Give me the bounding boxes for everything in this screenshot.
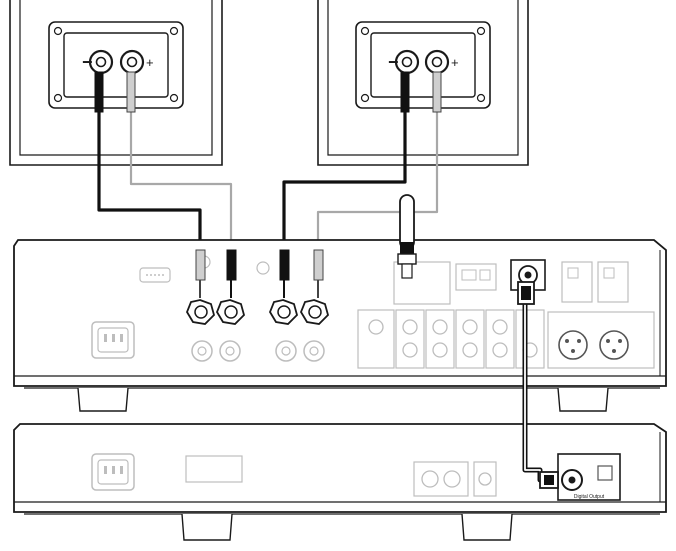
analog-inputs (357, 309, 545, 369)
minus-sign: − (388, 52, 399, 72)
binding-post-icon (268, 299, 299, 325)
cable-left-negative (97, 110, 202, 252)
source-foot-right (461, 513, 513, 541)
speaker-terminal-icon (424, 49, 450, 75)
power-inlet-icon (91, 453, 135, 491)
amp-foot-left (77, 387, 129, 412)
screw-icon (476, 93, 486, 103)
speaker-plugs (94, 71, 442, 113)
rca-jack-icon (256, 261, 270, 275)
xlr-connector-icon (558, 330, 588, 360)
source-analog-outputs (413, 461, 497, 497)
amp-foot-right (557, 387, 609, 412)
amp-speaker-terminals-a (185, 299, 330, 325)
source-foot-left (181, 513, 233, 541)
cable-right-negative (282, 110, 407, 252)
speaker-left: − + (9, 0, 223, 166)
digital-output-label: Digital Output (574, 494, 605, 500)
screw-icon (169, 93, 179, 103)
screw-icon (360, 26, 370, 36)
screw-icon (53, 26, 63, 36)
speaker-terminal-icon (88, 49, 114, 75)
binding-post-icon (299, 299, 330, 325)
speaker-cables (97, 110, 439, 252)
coax-plug-icon (517, 281, 535, 305)
amp-plugs (195, 249, 324, 298)
coax-cable (517, 281, 559, 489)
label-plate (185, 455, 243, 483)
digital-output-panel: Digital Output (557, 453, 621, 501)
screw-icon (476, 26, 486, 36)
wifi-antenna-icon (397, 194, 417, 279)
amplifier-unit (13, 194, 667, 412)
xlr-inputs (547, 311, 655, 369)
minus-sign: − (82, 52, 93, 72)
cable-right-positive (316, 110, 439, 252)
speaker-right: − + (317, 0, 529, 166)
screw-icon (360, 93, 370, 103)
amp-speaker-terminals-b (191, 340, 325, 362)
control-port-icon (139, 267, 171, 283)
plus-sign: + (146, 55, 154, 70)
source-unit: Digital Output (13, 423, 667, 541)
speaker-terminal-icon (119, 49, 145, 75)
screw-icon (169, 26, 179, 36)
network-module (393, 194, 497, 305)
binding-post-icon (185, 299, 216, 325)
speaker-terminal-icon (394, 49, 420, 75)
cable-left-positive (129, 110, 233, 252)
power-inlet-icon (91, 321, 135, 359)
xlr-connector-icon (599, 330, 629, 360)
binding-post-icon (215, 299, 246, 325)
screw-icon (53, 93, 63, 103)
speaker-terminal-plate: − + (48, 21, 184, 109)
coax-plug-icon (539, 471, 559, 489)
plus-sign: + (451, 55, 459, 70)
speaker-terminal-plate: − + (355, 21, 491, 109)
